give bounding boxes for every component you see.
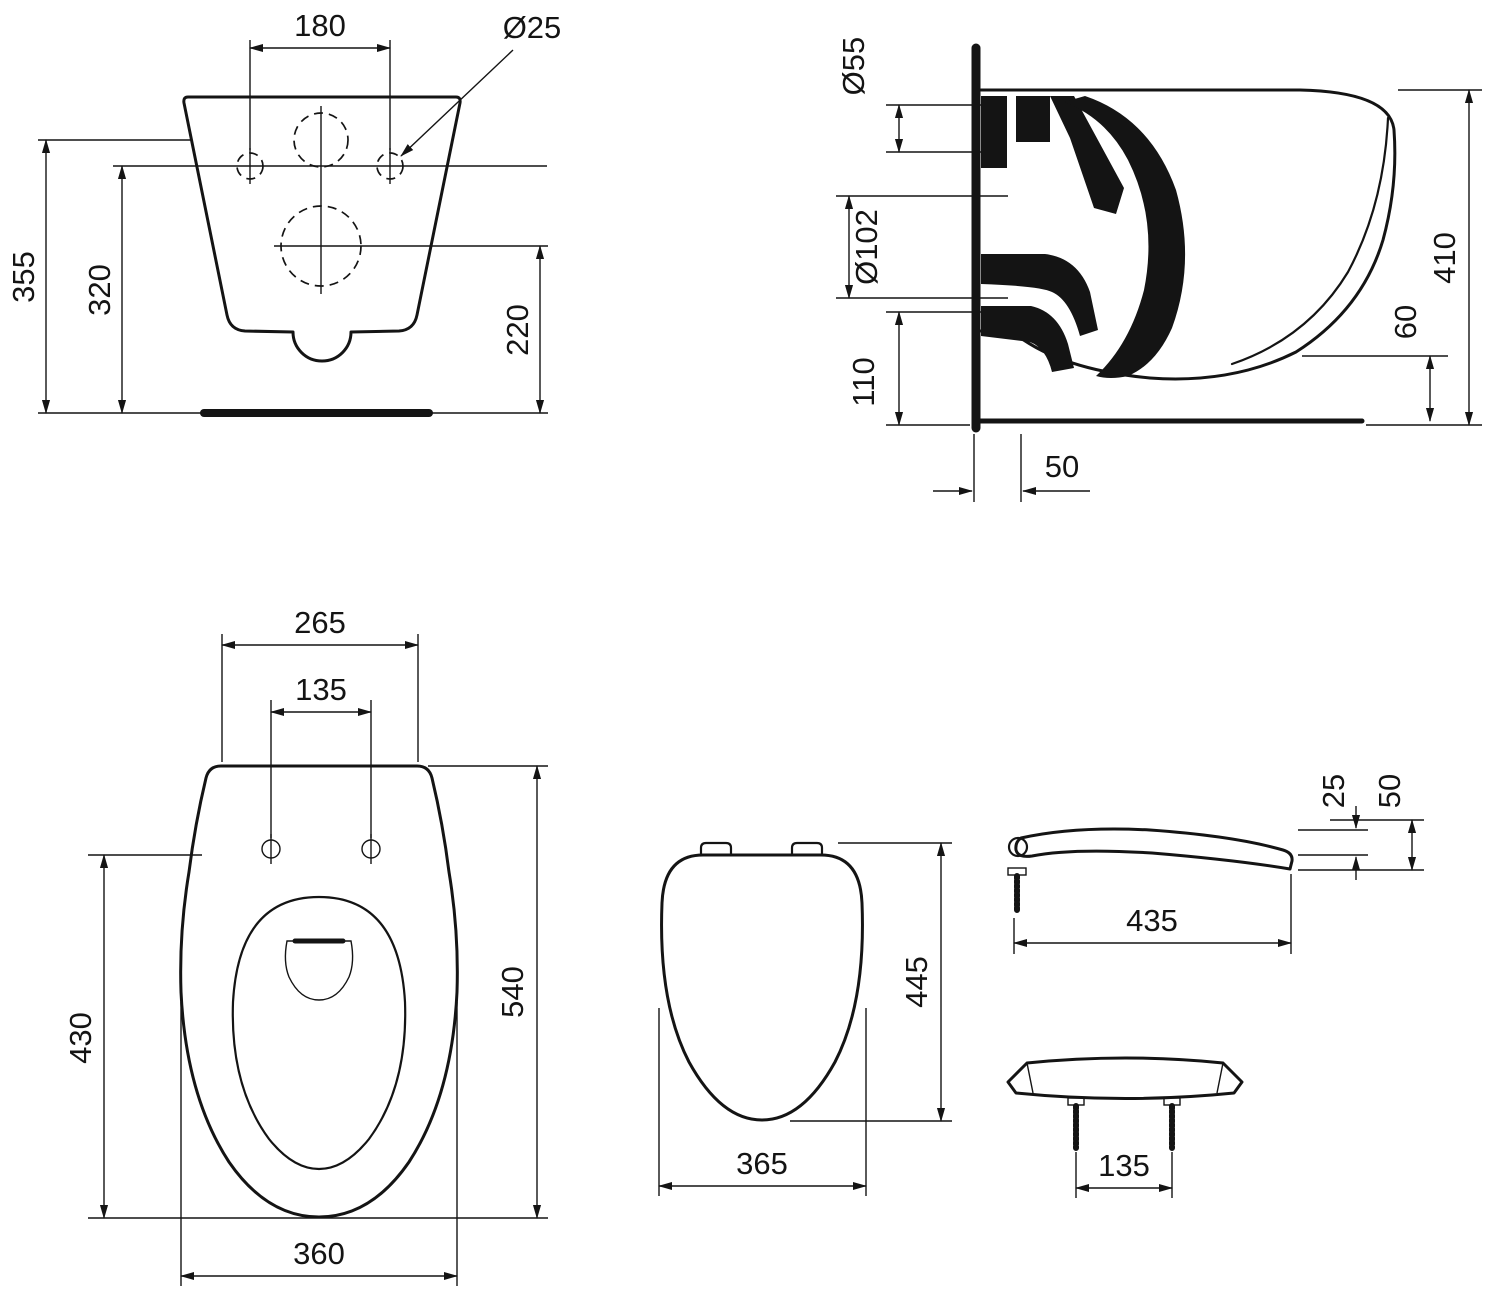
dim-label-445: 445 bbox=[899, 956, 934, 1008]
facet-line bbox=[1026, 1062, 1034, 1094]
flush-water-pocket bbox=[284, 940, 354, 1001]
dim-label-430: 430 bbox=[63, 1012, 98, 1064]
bowl-inner-rim bbox=[231, 895, 407, 1171]
dim-label-365: 365 bbox=[736, 1146, 788, 1181]
dim-seat-bolt-spacing: 135 bbox=[1075, 1148, 1173, 1198]
dim-label-d102: Ø102 bbox=[849, 209, 884, 285]
flush-channel-section bbox=[1016, 96, 1050, 142]
dim-outlet-diameter: Ø102 bbox=[836, 195, 1008, 299]
outlet-opening bbox=[280, 205, 362, 287]
dim-label-d55: Ø55 bbox=[836, 37, 871, 96]
dim-seat-depth: 445 bbox=[790, 842, 952, 1122]
seat-side-view: 25 50 435 bbox=[1007, 774, 1424, 954]
dim-label-180: 180 bbox=[294, 8, 346, 43]
dim-label-320: 320 bbox=[82, 264, 117, 316]
dim-label-410: 410 bbox=[1427, 232, 1462, 284]
hinge-tab-right bbox=[790, 841, 824, 857]
seat-front-outline bbox=[1006, 1056, 1244, 1100]
dim-label-25: 25 bbox=[1316, 774, 1351, 808]
dim-inlet-diameter: Ø55 bbox=[836, 37, 988, 153]
seat-lid-outline bbox=[660, 853, 864, 1122]
dim-seat-width: 365 bbox=[658, 1008, 867, 1196]
leader-line bbox=[400, 49, 514, 157]
dim-seat-total-height: 50 bbox=[1298, 774, 1424, 871]
front-view: 180 Ø25 355 320 220 bbox=[6, 8, 562, 417]
dim-total-height-side: 410 bbox=[1366, 89, 1482, 426]
bowl-front-outline bbox=[182, 95, 462, 363]
dim-wall-offset: 50 bbox=[933, 434, 1090, 502]
dim-label-d25: Ø25 bbox=[503, 10, 562, 45]
dim-back-width: 265 bbox=[221, 605, 419, 762]
dim-hole-diameter: Ø25 bbox=[400, 10, 562, 157]
dim-label-355: 355 bbox=[6, 251, 41, 303]
dim-label-220: 220 bbox=[500, 304, 535, 356]
seat-plan-view: 445 365 bbox=[658, 841, 952, 1196]
flush-diagonal-section bbox=[1050, 96, 1124, 214]
dim-total-depth: 540 bbox=[428, 765, 548, 1219]
bowl-plan-outline bbox=[179, 764, 459, 1219]
dim-bowl-depth: 430 bbox=[63, 854, 548, 1219]
dim-hinge-hole-spacing: 135 bbox=[270, 672, 372, 838]
dim-label-135-seat: 135 bbox=[1098, 1148, 1150, 1183]
dim-label-50-seat: 50 bbox=[1372, 774, 1407, 808]
dim-bowl-width: 360 bbox=[180, 1002, 458, 1286]
dim-outlet-height: 220 bbox=[500, 245, 545, 414]
dim-seat-front-thickness: 25 bbox=[1298, 774, 1368, 880]
side-view: Ø55 Ø102 110 50 410 bbox=[836, 37, 1482, 502]
plan-view: 265 135 430 540 360 bbox=[63, 605, 548, 1286]
dim-underside-clearance: 60 bbox=[1302, 305, 1448, 422]
seat-profile-outline bbox=[1014, 827, 1294, 871]
flush-inlet-section bbox=[981, 96, 1007, 168]
dim-label-540: 540 bbox=[495, 966, 530, 1018]
dim-label-110: 110 bbox=[846, 357, 881, 406]
seat-front-view: 135 bbox=[1006, 1056, 1244, 1198]
bowl-inner-rim-line bbox=[1230, 116, 1390, 366]
hinge-tab-left bbox=[699, 841, 733, 857]
dim-total-height: 355 bbox=[6, 139, 51, 414]
dim-hole-height: 320 bbox=[82, 165, 127, 414]
seat-hinge-pin bbox=[1007, 836, 1029, 858]
dim-label-435: 435 bbox=[1126, 903, 1178, 938]
dim-label-135: 135 bbox=[295, 672, 347, 707]
dim-outlet-bottom-height: 110 bbox=[846, 311, 988, 426]
dim-label-360: 360 bbox=[293, 1236, 345, 1271]
bowl-wall-section bbox=[1064, 96, 1186, 378]
facet-line bbox=[1216, 1062, 1224, 1094]
inlet-opening bbox=[293, 112, 349, 168]
dim-label-60: 60 bbox=[1388, 305, 1423, 339]
dim-label-265: 265 bbox=[294, 605, 346, 640]
outlet-pipe-upper-section bbox=[981, 254, 1098, 336]
dim-label-50: 50 bbox=[1045, 449, 1079, 484]
outlet-pipe-lower-section bbox=[981, 306, 1074, 372]
dim-seat-length: 435 bbox=[1013, 874, 1292, 954]
dim-hole-spacing: 180 bbox=[249, 8, 391, 150]
